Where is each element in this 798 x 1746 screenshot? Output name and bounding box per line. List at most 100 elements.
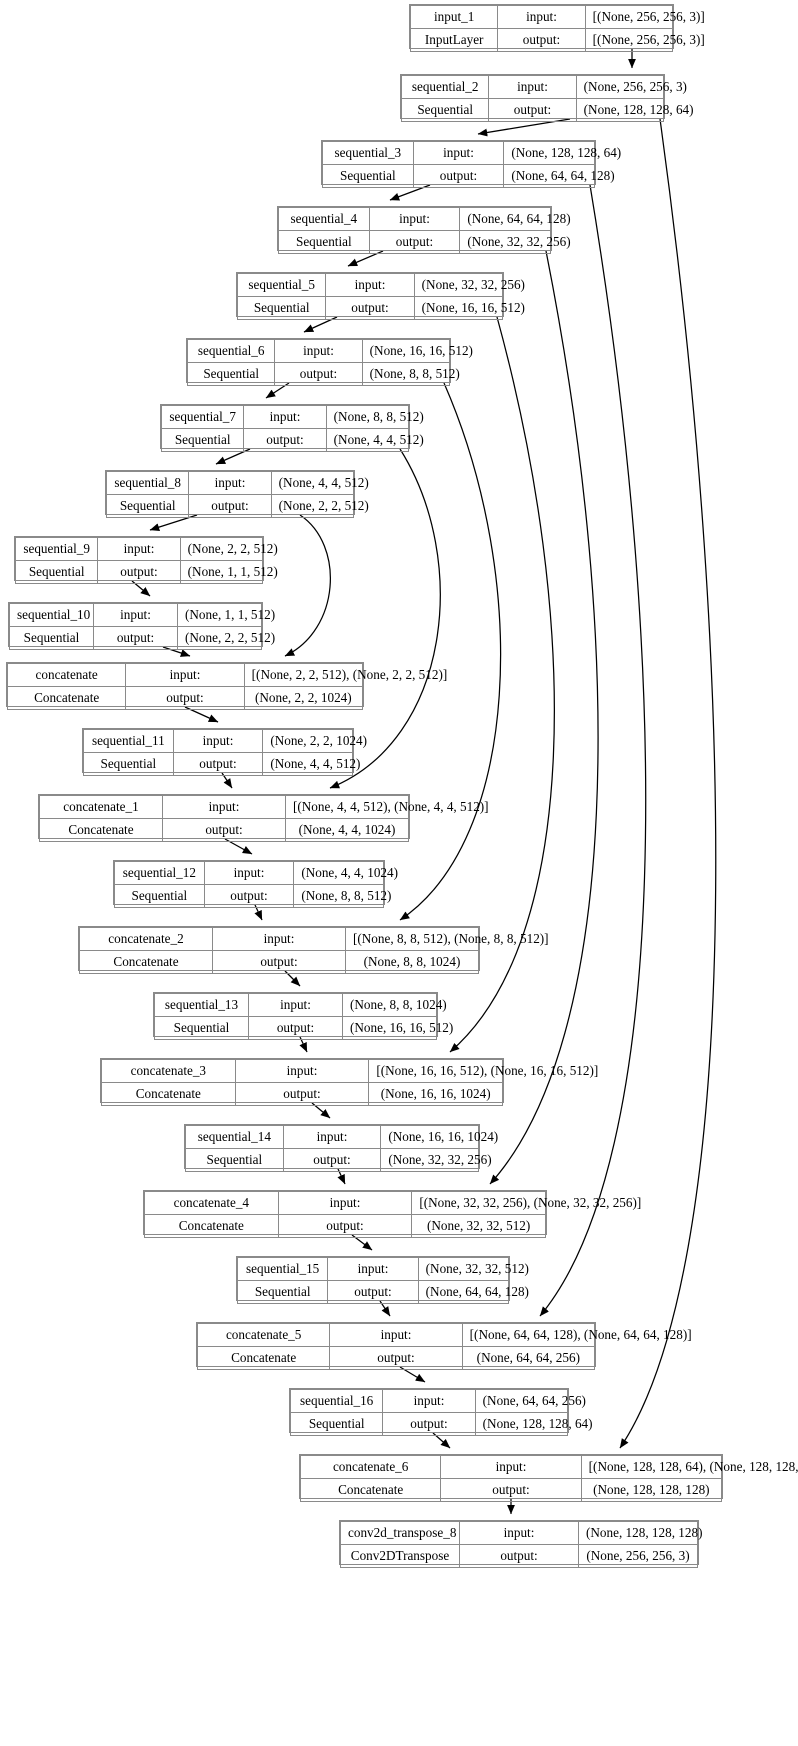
node-output-shape-sequential_8: (None, 2, 2, 512) (270, 494, 369, 519)
node-conv2d_transpose_8[interactable]: conv2d_transpose_8 input: (None, 128, 12… (339, 1520, 702, 1569)
node-output-shape-conv2d_transpose_8: (None, 256, 256, 3) (578, 1544, 698, 1569)
node-type-sequential_2: Sequential (400, 98, 490, 123)
input-label: input: (97, 536, 181, 562)
node-type-concatenate_5: Concatenate (196, 1346, 331, 1371)
output-label: output: (203, 884, 295, 909)
node-output-row: Concatenate output: (None, 32, 32, 512) (144, 1214, 546, 1239)
input-label: input: (459, 1520, 579, 1546)
output-label: output: (282, 1148, 382, 1173)
node-type-concatenate_2: Concatenate (79, 950, 213, 975)
node-input-row: concatenate_2 input: [(None, 8, 8, 512),… (79, 926, 549, 952)
node-input-shape-concatenate_1: [(None, 4, 4, 512), (None, 4, 4, 512)] (285, 794, 489, 820)
node-input-shape-concatenate: [(None, 2, 2, 512), (None, 2, 2, 512)] (243, 662, 447, 688)
output-label: output: (497, 28, 586, 53)
input-label: input: (282, 1124, 382, 1150)
node-output-row: Sequential output: (None, 8, 8, 512) (114, 884, 391, 909)
node-name-sequential_7: sequential_7 (160, 404, 245, 430)
input-label: input: (188, 470, 272, 496)
node-input-row: concatenate_6 input: [(None, 128, 128, 6… (299, 1454, 798, 1480)
output-label: output: (93, 626, 178, 651)
node-name-sequential_15: sequential_15 (236, 1256, 329, 1282)
input-label: input: (329, 1322, 463, 1348)
input-label: input: (234, 1058, 370, 1084)
node-name-sequential_9: sequential_9 (14, 536, 99, 562)
input-label: input: (277, 1190, 413, 1216)
node-type-sequential_8: Sequential (105, 494, 190, 519)
node-sequential_6[interactable]: sequential_6 input: (None, 16, 16, 512) … (186, 338, 473, 387)
node-name-concatenate_2: concatenate_2 (79, 926, 213, 952)
node-input-row: sequential_7 input: (None, 8, 8, 512) (160, 404, 424, 430)
node-type-sequential_12: Sequential (114, 884, 205, 909)
input-label: input: (382, 1388, 476, 1414)
output-label: output: (162, 818, 286, 843)
node-sequential_9[interactable]: sequential_9 input: (None, 2, 2, 512) Se… (14, 536, 278, 585)
node-type-sequential_9: Sequential (14, 560, 99, 585)
node-sequential_8[interactable]: sequential_8 input: (None, 4, 4, 512) Se… (105, 470, 369, 519)
node-type-sequential_7: Sequential (160, 428, 245, 453)
node-sequential_11[interactable]: sequential_11 input: (None, 2, 2, 1024) … (82, 728, 367, 777)
node-output-shape-concatenate_6: (None, 128, 128, 128) (580, 1478, 723, 1503)
node-input-shape-sequential_6: (None, 16, 16, 512) (361, 338, 473, 364)
node-type-concatenate_1: Concatenate (39, 818, 163, 843)
output-label: output: (125, 686, 245, 711)
edge-skip-sequential_2-concatenate_6 (619, 118, 717, 1449)
node-concatenate_5[interactable]: concatenate_5 input: [(None, 64, 64, 128… (196, 1322, 692, 1371)
node-output-row: Sequential output: (None, 16, 16, 512) (154, 1016, 453, 1041)
node-name-sequential_6: sequential_6 (186, 338, 276, 364)
node-input-row: sequential_9 input: (None, 2, 2, 512) (14, 536, 278, 562)
node-input-row: sequential_2 input: (None, 256, 256, 3) (400, 74, 687, 100)
input-label: input: (274, 338, 363, 364)
node-concatenate_4[interactable]: concatenate_4 input: [(None, 32, 32, 256… (143, 1190, 641, 1239)
node-type-sequential_15: Sequential (236, 1280, 329, 1305)
node-input-row: concatenate input: [(None, 2, 2, 512), (… (6, 662, 447, 688)
node-output-shape-sequential_6: (None, 8, 8, 512) (361, 362, 460, 387)
node-name-concatenate_1: concatenate_1 (39, 794, 163, 820)
node-concatenate[interactable]: concatenate input: [(None, 2, 2, 512), (… (6, 662, 447, 711)
node-name-concatenate_3: concatenate_3 (101, 1058, 236, 1084)
node-output-shape-concatenate_1: (None, 4, 4, 1024) (285, 818, 409, 843)
output-label: output: (440, 1478, 582, 1503)
input-label: input: (172, 728, 264, 754)
edge-skip-sequential_3-concatenate_5 (539, 184, 647, 1317)
node-input-row: sequential_16 input: (None, 64, 64, 256) (289, 1388, 586, 1414)
node-sequential_3[interactable]: sequential_3 input: (None, 128, 128, 64)… (321, 140, 621, 189)
node-input-row: sequential_3 input: (None, 128, 128, 64) (322, 140, 621, 166)
output-label: output: (325, 296, 415, 321)
node-output-row: Concatenate output: (None, 16, 16, 1024) (101, 1082, 503, 1107)
node-sequential_16[interactable]: sequential_16 input: (None, 64, 64, 256)… (289, 1388, 593, 1437)
node-output-row: Concatenate output: (None, 128, 128, 128… (299, 1478, 723, 1503)
node-type-sequential_6: Sequential (186, 362, 276, 387)
node-input-row: sequential_8 input: (None, 4, 4, 512) (105, 470, 369, 496)
node-sequential_12[interactable]: sequential_12 input: (None, 4, 4, 1024) … (113, 860, 398, 909)
node-sequential_14[interactable]: sequential_14 input: (None, 16, 16, 1024… (184, 1124, 498, 1173)
node-type-sequential_11: Sequential (83, 752, 174, 777)
node-input-shape-sequential_12: (None, 4, 4, 1024) (293, 860, 398, 886)
node-concatenate_3[interactable]: concatenate_3 input: [(None, 16, 16, 512… (100, 1058, 598, 1107)
node-output-shape-sequential_5: (None, 16, 16, 512) (413, 296, 525, 321)
node-sequential_7[interactable]: sequential_7 input: (None, 8, 8, 512) Se… (160, 404, 424, 453)
node-output-row: Sequential output: (None, 8, 8, 512) (186, 362, 460, 387)
input-label: input: (440, 1454, 582, 1480)
node-type-sequential_16: Sequential (289, 1412, 384, 1437)
input-label: input: (243, 404, 327, 430)
output-label: output: (188, 494, 272, 519)
output-label: output: (368, 230, 461, 255)
node-sequential_15[interactable]: sequential_15 input: (None, 32, 32, 512)… (236, 1256, 529, 1305)
node-sequential_13[interactable]: sequential_13 input: (None, 8, 8, 1024) … (153, 992, 453, 1041)
node-output-shape-sequential_4: (None, 32, 32, 256) (459, 230, 571, 255)
node-sequential_2[interactable]: sequential_2 input: (None, 256, 256, 3) … (400, 74, 694, 123)
node-input_1[interactable]: input_1 input: [(None, 256, 256, 3)] Inp… (409, 4, 705, 53)
node-name-concatenate_5: concatenate_5 (196, 1322, 331, 1348)
node-sequential_10[interactable]: sequential_10 input: (None, 1, 1, 512) S… (8, 602, 275, 651)
output-label: output: (459, 1544, 579, 1569)
node-output-shape-sequential_2: (None, 128, 128, 64) (575, 98, 694, 123)
input-label: input: (497, 4, 586, 30)
node-concatenate_2[interactable]: concatenate_2 input: [(None, 8, 8, 512),… (78, 926, 549, 975)
node-sequential_5[interactable]: sequential_5 input: (None, 32, 32, 256) … (236, 272, 525, 321)
output-label: output: (412, 164, 505, 189)
output-label: output: (274, 362, 363, 387)
node-concatenate_1[interactable]: concatenate_1 input: [(None, 4, 4, 512),… (38, 794, 489, 843)
node-sequential_4[interactable]: sequential_4 input: (None, 64, 64, 128) … (277, 206, 571, 255)
node-concatenate_6[interactable]: concatenate_6 input: [(None, 128, 128, 6… (299, 1454, 798, 1503)
